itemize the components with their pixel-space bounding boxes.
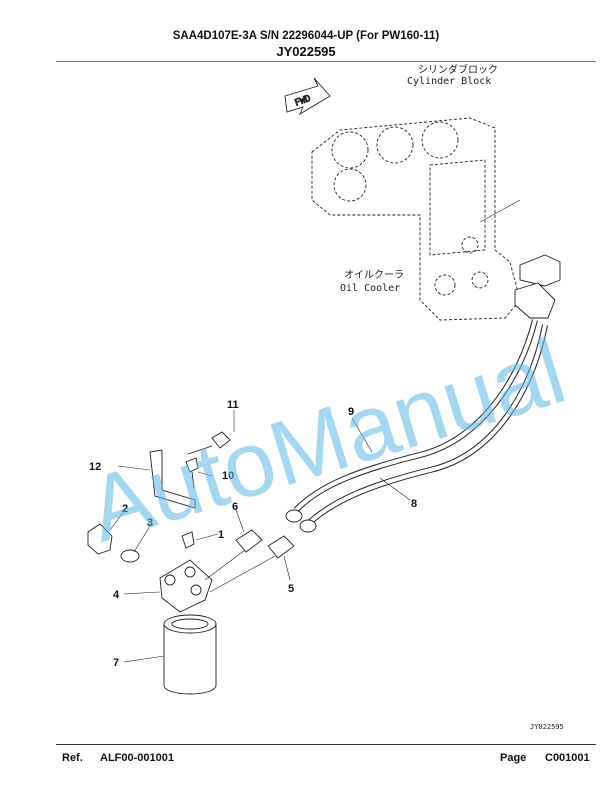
watermark: AutoManual xyxy=(77,320,576,561)
oil-cooler-label-jp: オイルクーラ xyxy=(344,269,404,281)
footer-divider xyxy=(56,744,596,745)
callout-10: 10 xyxy=(222,470,234,482)
callout-2: 2 xyxy=(122,503,128,515)
callout-11: 11 xyxy=(227,399,239,411)
page-code-title: JY022595 xyxy=(276,44,336,59)
fwd-arrow-icon: FWD xyxy=(284,77,331,116)
oil-cooler-label-en: Oil Cooler xyxy=(340,283,400,294)
header-divider xyxy=(56,61,596,62)
cylinder-block-label-en: Cylinder Block xyxy=(407,76,491,87)
ref-value: ALF00-001001 xyxy=(100,752,174,764)
callout-7: 7 xyxy=(113,657,119,669)
callout-6: 6 xyxy=(232,501,238,513)
callout-3: 3 xyxy=(147,517,153,529)
callout-4: 4 xyxy=(113,589,120,601)
callout-1: 1 xyxy=(218,529,224,541)
callout-8: 8 xyxy=(411,498,417,510)
model-title: SAA4D107E-3A S/N 22296044-UP (For PW160-… xyxy=(172,30,440,42)
page-label: Page xyxy=(500,752,527,764)
drawing-id: JY022595 xyxy=(530,723,564,731)
callout-12: 12 xyxy=(89,461,101,473)
callout-9: 9 xyxy=(348,406,354,418)
ref-label: Ref. xyxy=(62,752,83,764)
cylinder-block-label-jp: シリンダブロック xyxy=(418,63,498,76)
cylinder-block xyxy=(311,117,521,321)
page-value: C001001 xyxy=(545,752,590,764)
callout-5: 5 xyxy=(288,583,294,595)
